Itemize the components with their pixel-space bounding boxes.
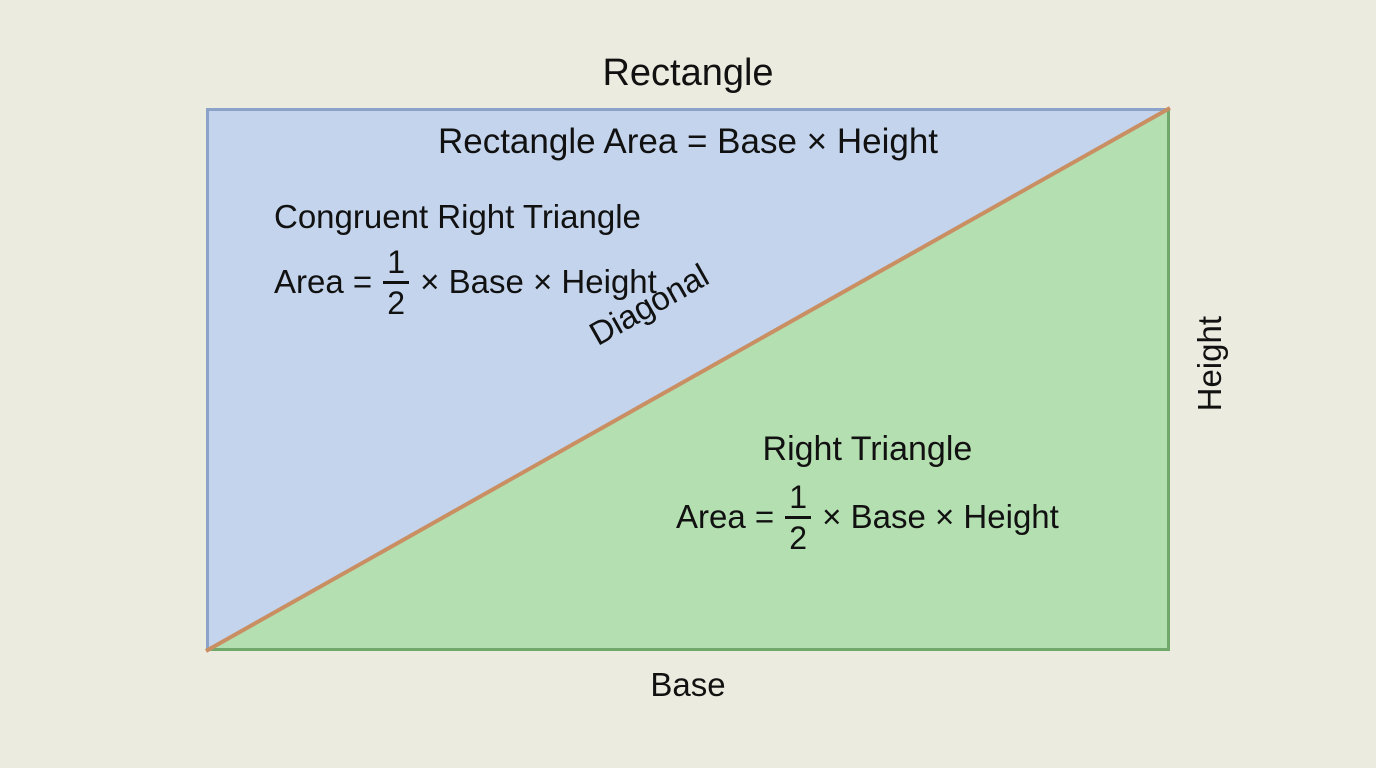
fraction-denominator: 2 bbox=[387, 285, 406, 321]
one-half-fraction: 1 2 bbox=[383, 244, 410, 321]
diagonal-line bbox=[205, 106, 1171, 653]
fraction-numerator: 1 bbox=[387, 244, 406, 280]
fraction-bar bbox=[383, 281, 410, 284]
right-triangle-area-prefix: Area = bbox=[676, 498, 775, 535]
right-triangle-annotation: Right Triangle Area = 1 2 × Base × Heigh… bbox=[676, 430, 1059, 556]
fraction-bar bbox=[785, 516, 812, 519]
height-label: Height bbox=[1191, 316, 1228, 412]
one-half-fraction: 1 2 bbox=[785, 479, 812, 556]
figure-title: Rectangle bbox=[602, 52, 774, 94]
congruent-area-prefix: Area = bbox=[274, 263, 373, 300]
rectangle-border-green bbox=[206, 108, 1170, 651]
right-triangle-area-formula: Area = 1 2 × Base × Height bbox=[676, 479, 1059, 556]
congruent-triangle-title: Congruent Right Triangle bbox=[274, 198, 641, 235]
fraction-denominator: 2 bbox=[789, 520, 808, 556]
congruent-area-suffix: × Base × Height bbox=[420, 263, 657, 300]
congruent-triangle-annotation: Congruent Right Triangle Area = 1 2 × Ba… bbox=[274, 198, 657, 321]
rectangle-area-formula: Rectangle Area = Base × Height bbox=[437, 122, 939, 161]
base-label: Base bbox=[650, 666, 726, 703]
rectangle-border-blue bbox=[206, 108, 1170, 651]
congruent-triangle-area-formula: Area = 1 2 × Base × Height bbox=[274, 244, 657, 321]
right-triangle-title: Right Triangle bbox=[762, 430, 973, 468]
right-triangle-area-suffix: × Base × Height bbox=[822, 498, 1059, 535]
fraction-numerator: 1 bbox=[789, 479, 808, 515]
